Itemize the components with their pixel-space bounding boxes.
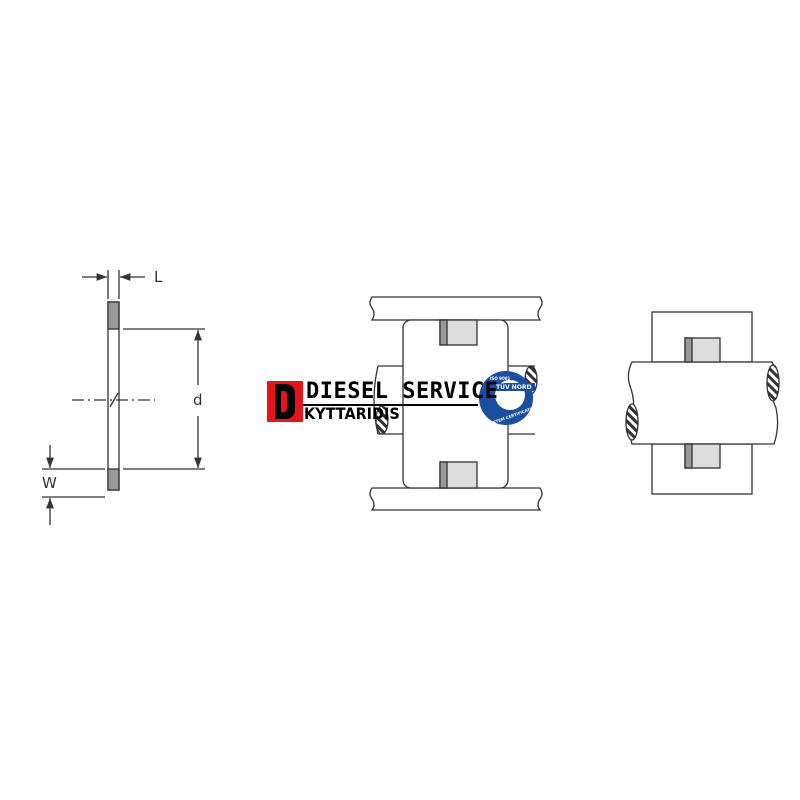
logo-line1: DIESEL SERVICE: [306, 379, 499, 404]
diameter-label: d: [193, 391, 203, 409]
logo-mark: D: [267, 381, 303, 422]
length-label: L: [154, 268, 163, 286]
ring-section-bottom: [107, 468, 120, 491]
logo-divider: [303, 404, 478, 406]
ring-dimension-view: [42, 270, 205, 525]
badge-top-text: ISO 9001: [490, 376, 511, 381]
rod-view: [625, 311, 780, 495]
certification-badge-icon: [479, 371, 535, 425]
width-label: W: [42, 474, 57, 492]
ring-section-top: [107, 301, 120, 330]
badge-name: TÜV NORD: [496, 384, 532, 391]
logo-line2: KYTTARIDIS: [304, 404, 400, 423]
